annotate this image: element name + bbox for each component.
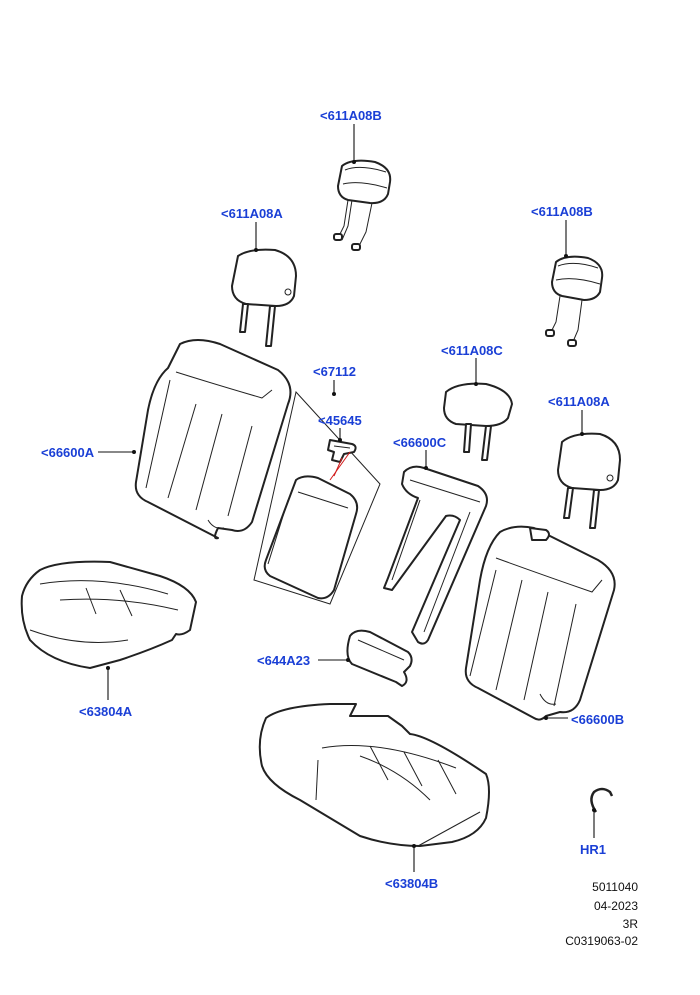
meta-date: 04-2023 [593,899,638,913]
meta-rev: 3R [622,917,638,931]
label-panel[interactable]: <67112 [313,364,357,379]
latch-45645[interactable] [327,439,357,463]
label-headrest-left[interactable]: <611A08A [221,206,283,221]
label-headrest-right[interactable]: <611A08A [548,394,610,409]
label-backrest-left[interactable]: <66600A [41,445,95,460]
headrest-right[interactable] [557,432,621,529]
panel-67112[interactable] [263,475,359,600]
meta-code: 5011040 [592,880,638,894]
label-backrest-center[interactable]: <66600C [393,435,447,450]
hook-HR1[interactable] [590,787,614,813]
cushion-left[interactable] [20,560,197,669]
backrest-left[interactable] [134,339,292,540]
label-latch[interactable]: <45645 [318,413,362,428]
armrest-644A23[interactable] [346,629,413,687]
label-cushion-left[interactable]: <63804A [79,704,133,719]
label-headrest-center[interactable]: <611A08C [441,343,503,358]
label-headrest-top[interactable]: <611A08B [320,108,382,123]
label-hook[interactable]: HR1 [580,842,607,857]
backrest-center[interactable] [383,465,488,645]
label-headrest-right-top[interactable]: <611A08B [531,204,593,219]
headrest-left[interactable] [231,248,297,347]
label-armrest[interactable]: <644A23 [257,653,311,668]
label-cushion-center[interactable]: <63804B [385,876,439,891]
headrest-right-top[interactable] [545,255,604,347]
meta-ref: C0319063-02 [565,934,638,948]
latch-red-line [329,451,351,481]
cushion-center[interactable] [258,703,490,847]
headrest-center[interactable] [443,382,513,461]
backrest-right[interactable] [464,525,616,721]
latch-red-line-2 [333,457,343,477]
leader-lines [98,124,596,872]
label-backrest-right[interactable]: <66600B [571,712,625,727]
headrest-top[interactable] [333,159,392,251]
